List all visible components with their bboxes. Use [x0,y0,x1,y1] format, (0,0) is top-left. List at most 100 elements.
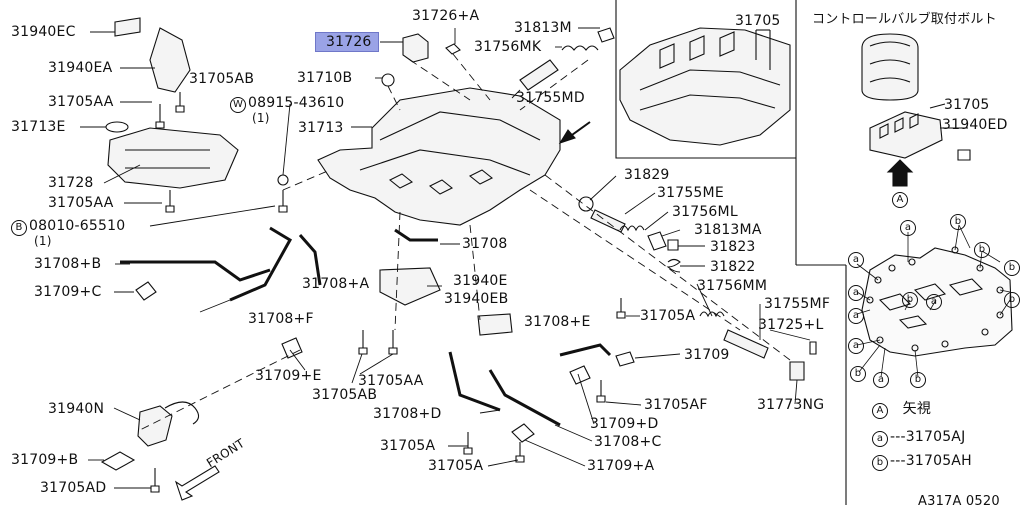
filter-31728 [107,127,239,189]
label-31705AA-3[interactable]: 31705AA [358,373,424,389]
label-31708A[interactable]: 31708+A [302,276,370,292]
part-31823 [667,239,679,251]
inset-box [615,0,796,159]
view-arrow [886,159,914,187]
label-31708D[interactable]: 31708+D [373,406,442,422]
label-08010-text: 08010-65510 [29,218,126,234]
spring-31756MM [699,311,725,318]
label-31756ML[interactable]: 31756ML [672,204,738,220]
label-31713E[interactable]: 31713E [11,119,66,135]
bolt-section-title: コントロールバルブ取付ボルト [812,12,997,27]
label-31829[interactable]: 31829 [624,167,670,183]
label-31705AA-2[interactable]: 31705AA [48,195,114,211]
label-31705AB-2[interactable]: 31705AB [312,387,378,403]
front-arrow [174,465,220,501]
b-circle-icon: B [11,220,27,236]
legend-a-part[interactable]: 31705AJ [905,429,966,445]
label-31705A[interactable]: 31705A [380,438,436,454]
label-31709E[interactable]: 31709+E [255,368,322,384]
label-31756MM[interactable]: 31756MM [697,278,768,294]
label-31813M[interactable]: 31813M [514,20,572,36]
label-31725L[interactable]: 31725+L [758,317,824,333]
tube-31708C [488,369,561,427]
callout-b-3: b [1004,258,1022,276]
part-31713E [105,121,129,133]
label-31709C[interactable]: 31709+C [34,284,102,300]
label-31822[interactable]: 31822 [710,259,756,275]
callout-b-2: b [974,240,992,258]
label-31709D[interactable]: 31709+D [590,416,659,432]
bracket-31940EA [149,27,191,93]
callout-a-5: a [926,292,944,310]
label-31713[interactable]: 31713 [298,120,344,136]
spring-31756ML [619,225,645,232]
tube-31708 [394,228,438,242]
tube-31708F [229,226,293,302]
callout-a-3: a [848,306,866,324]
clip-31709C [135,281,157,301]
label-31709B[interactable]: 31709+B [11,452,79,468]
label-31813MA[interactable]: 31813MA [694,222,762,238]
tube-31708B [120,260,271,282]
label-31708[interactable]: 31708 [462,236,508,252]
callout-b-6: b [850,364,868,382]
valve-body-31713 [317,87,561,226]
label-31709[interactable]: 31709 [684,347,730,363]
label-31709A[interactable]: 31709+A [587,458,655,474]
label-31726-highlighted[interactable]: 31726 [315,32,379,52]
bolt-illustration [861,33,919,101]
label-31705A-2[interactable]: 31705A [428,458,484,474]
w-circle-icon: W [230,97,246,113]
valve-31755ME [590,209,626,233]
legend-b-part[interactable]: 31705AH [905,453,972,469]
label-31728[interactable]: 31728 [48,175,94,191]
label-31940EB[interactable]: 31940EB [444,291,509,307]
bracket-31940EB [477,313,513,336]
view-a-marker: A [892,190,910,208]
label-31708C[interactable]: 31708+C [594,434,662,450]
label-31755MF[interactable]: 31755MF [764,296,831,312]
label-31705-inset[interactable]: 31705 [735,13,781,29]
label-31705AF[interactable]: 31705AF [644,397,708,413]
label-31710B[interactable]: 31710B [297,70,353,86]
sensor-31940N [137,405,173,447]
label-31940ED[interactable]: 31940ED [942,117,1008,133]
label-31940E[interactable]: 31940E [453,273,508,289]
clip-31709E [281,337,303,359]
callout-b-7: b [910,370,928,388]
label-31773NG[interactable]: 31773NG [757,397,825,413]
label-31708E[interactable]: 31708+E [524,314,591,330]
label-31705-right[interactable]: 31705 [944,97,990,113]
spring-31822 [666,258,681,273]
callout-b-1: b [950,212,968,230]
clip-31709D [569,365,591,385]
label-31705AA[interactable]: 31705AA [48,94,114,110]
label-31940EC[interactable]: 31940EC [11,24,76,40]
label-31708B[interactable]: 31708+B [34,256,102,272]
label-31823[interactable]: 31823 [710,239,756,255]
tube-31708D [448,351,501,412]
label-31940N[interactable]: 31940N [48,401,105,417]
label-31705AD[interactable]: 31705AD [40,480,107,496]
clip-31709A [511,423,535,443]
part-31773NG [789,361,805,381]
label-08915-text: 08915-43610 [248,95,345,111]
label-31755ME[interactable]: 31755ME [657,185,724,201]
label-31705AB[interactable]: 31705AB [189,71,255,87]
part-31829 [578,196,594,212]
legend-a-31705AJ: a---31705AJ [872,429,965,447]
callout-a-6: a [873,370,891,388]
label-31726A[interactable]: 31726+A [412,8,480,24]
label-31705A-3[interactable]: 31705A [640,308,696,324]
label-31940EA[interactable]: 31940EA [48,60,113,76]
label-31755MD[interactable]: 31755MD [516,90,585,106]
tube-31708A [298,234,322,286]
callout-a-2: a [848,283,866,301]
legend-b-31705AH: b---31705AH [872,453,972,471]
callout-b-5: b [902,290,920,308]
label-31708F[interactable]: 31708+F [248,311,314,327]
label-31756MK[interactable]: 31756MK [474,39,542,55]
